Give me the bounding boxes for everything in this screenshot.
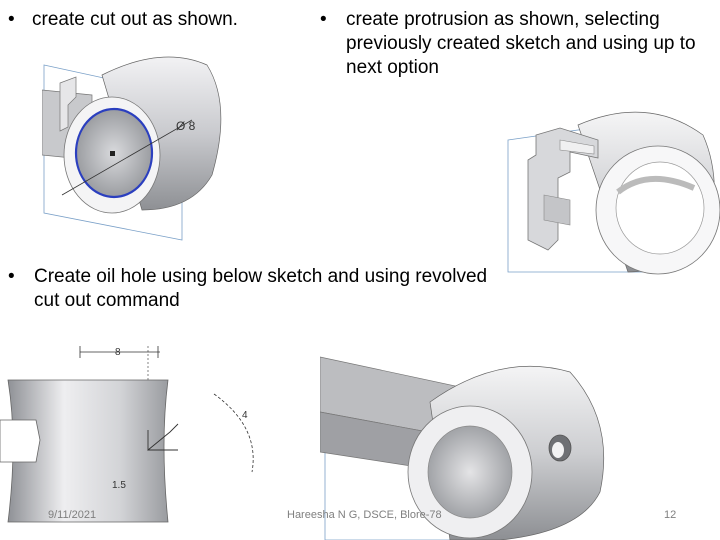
bullet-text: create cut out as shown.	[32, 9, 238, 30]
bullet-text: Create oil hole using below sketch and u…	[34, 266, 488, 311]
bullet-protrusion: • create protrusion as shown, selecting …	[320, 8, 715, 80]
protrusion-image	[498, 100, 720, 275]
bullet-text: create protrusion as shown, selecting pr…	[346, 9, 696, 78]
bullet-marker: •	[8, 266, 15, 287]
cutout-sketch-image: Ø 8	[42, 35, 234, 245]
oil-hole-bottom-dimension: 1.5	[112, 480, 126, 491]
oil-hole-sketch-image: 8 4 1.5	[0, 332, 264, 540]
bullet-marker: •	[8, 9, 15, 30]
footer-date: 9/11/2021	[48, 509, 97, 521]
oil-hole-top-dimension: 8	[115, 347, 121, 358]
cutout-dimension-label: Ø 8	[176, 119, 196, 133]
footer-page-number: 12	[664, 509, 677, 521]
bullet-oil-hole: • Create oil hole using below sketch and…	[8, 265, 488, 313]
oil-hole-result-image	[320, 352, 618, 540]
bullet-marker: •	[320, 9, 327, 30]
oil-hole-right-dimension: 4	[242, 410, 248, 421]
footer-author: Hareesha N G, DSCE, Blore-78	[287, 509, 442, 521]
bullet-cut-out: • create cut out as shown.	[8, 8, 298, 32]
